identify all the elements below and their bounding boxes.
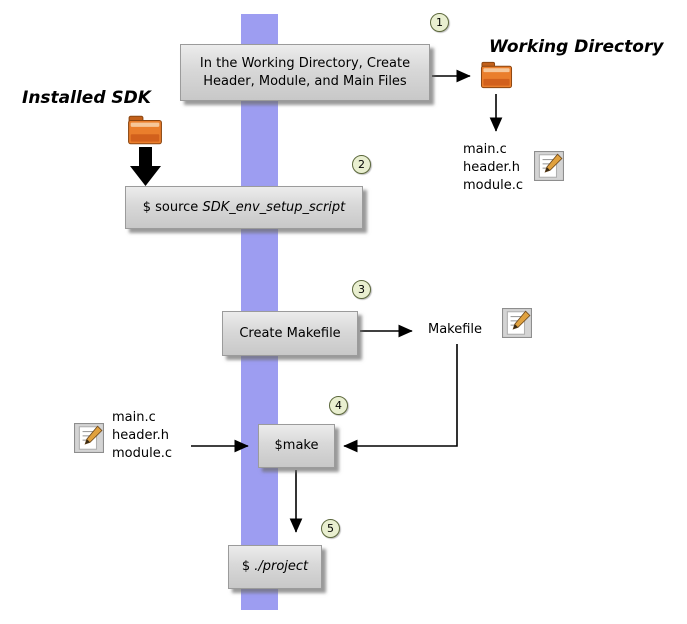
box-create-files-label: In the Working Directory, Create Header,… xyxy=(199,55,411,89)
step-badge-4: 4 xyxy=(329,396,348,415)
file-name: module.c xyxy=(463,178,523,193)
step-number: 5 xyxy=(327,522,334,535)
box-make-label: $make xyxy=(274,438,319,453)
file-name: header.h xyxy=(112,428,169,443)
file-name: module.c xyxy=(112,446,172,461)
file-name: main.c xyxy=(463,142,507,157)
step-number: 2 xyxy=(358,158,365,171)
file-name: header.h xyxy=(463,160,520,175)
input-files-list: main.c header.h module.c xyxy=(112,409,172,463)
run-prefix: $ xyxy=(241,559,255,574)
arrow-sdk-folder-to-source-box xyxy=(130,147,161,186)
source-script-name: SDK_env_setup_script xyxy=(202,199,346,215)
box-create-makefile-label: Create Makefile xyxy=(239,325,341,341)
file-name: main.c xyxy=(112,410,156,425)
step-badge-5: 5 xyxy=(321,519,340,538)
step-badge-1: 1 xyxy=(430,13,449,32)
run-project-name: ./project xyxy=(254,559,309,574)
box-source-script: $ source SDK_env_setup_script xyxy=(125,186,363,229)
box-make: $make xyxy=(258,424,335,468)
step-badge-2: 2 xyxy=(352,155,371,174)
working-directory-heading: Working Directory xyxy=(489,37,664,57)
source-prefix: $ source xyxy=(142,199,203,215)
makefile-label: Makefile xyxy=(428,322,483,337)
step-number: 4 xyxy=(335,399,342,412)
box-create-files: In the Working Directory, Create Header,… xyxy=(180,44,430,101)
created-files-list: main.c header.h module.c xyxy=(463,141,523,195)
text-file-edit-icon xyxy=(534,151,564,181)
step-badge-3: 3 xyxy=(352,280,371,299)
text-file-edit-icon xyxy=(74,423,104,453)
box-run-project: $ ./project xyxy=(228,545,322,589)
connector-makefile-to-make xyxy=(343,344,458,453)
box-source-script-label: $ source SDK_env_setup_script xyxy=(143,199,346,217)
box-run-project-label: $ ./project xyxy=(242,558,308,576)
folder-icon xyxy=(127,113,163,147)
step-number: 1 xyxy=(436,16,443,29)
step-number: 3 xyxy=(358,283,365,296)
folder-icon xyxy=(480,59,513,91)
text-file-edit-icon xyxy=(502,308,532,338)
box-create-makefile: Create Makefile xyxy=(222,311,358,356)
installed-sdk-heading: Installed SDK xyxy=(22,88,151,108)
